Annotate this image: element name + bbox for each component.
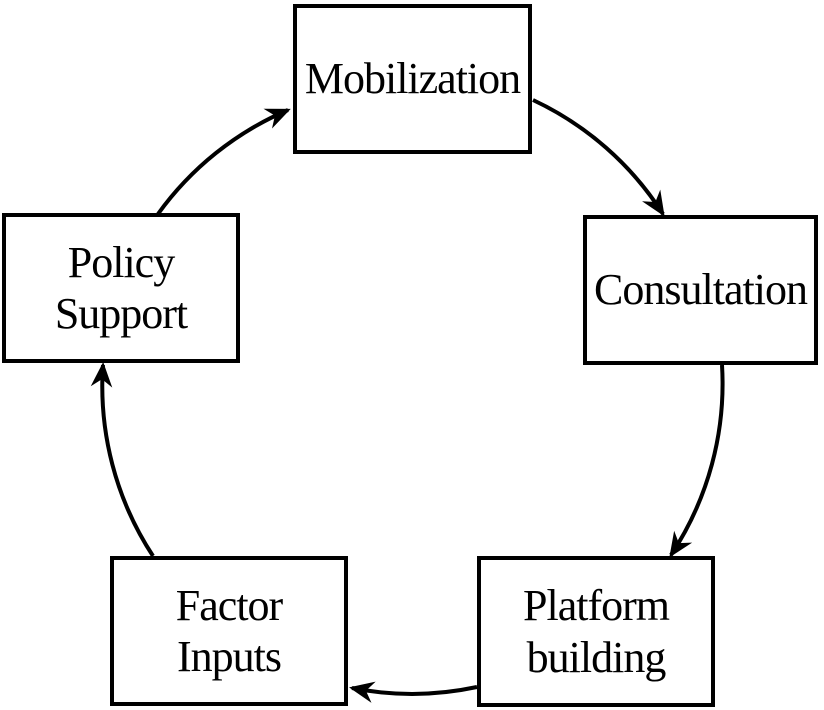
edge-policy-to-mobilization-arrow — [156, 108, 291, 216]
node-factor-inputs-label: Factor Inputs — [175, 580, 283, 681]
edge-platform-to-factor-arrow — [349, 681, 478, 703]
node-factor-inputs: Factor Inputs — [110, 556, 348, 706]
node-mobilization: Mobilization — [293, 4, 532, 154]
edge-factor-to-policy-arrow — [90, 362, 155, 558]
node-policy-support: Policy Support — [2, 213, 240, 363]
node-consultation-label: Consultation — [594, 265, 808, 315]
edge-consultation-to-platform-arrow — [669, 364, 725, 558]
node-platform-building-label: Platform building — [523, 581, 670, 682]
edge-mobilization-to-consultation-arrow — [532, 98, 665, 217]
node-mobilization-label: Mobilization — [304, 54, 521, 104]
node-platform-building: Platform building — [477, 556, 715, 707]
node-consultation: Consultation — [583, 215, 818, 365]
node-policy-support-label: Policy Support — [54, 237, 188, 338]
